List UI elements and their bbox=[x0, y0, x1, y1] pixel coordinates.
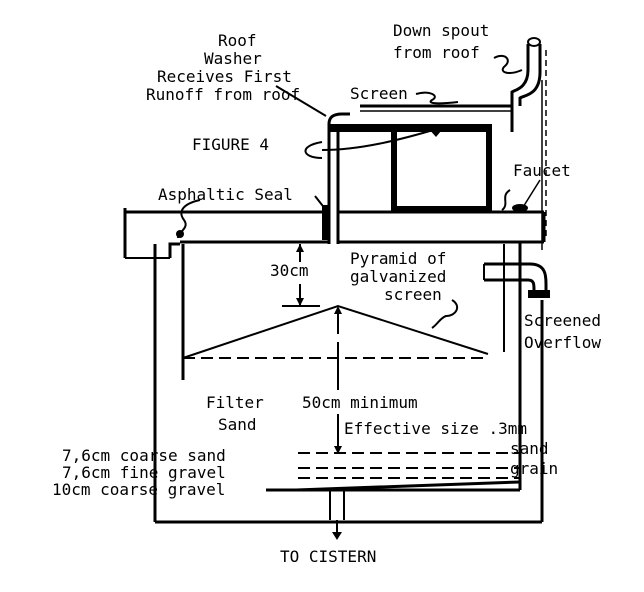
label-to-cistern: TO CISTERN bbox=[280, 547, 376, 566]
filter-media-layers bbox=[295, 452, 521, 492]
label-sand-grain-1: sand bbox=[510, 439, 549, 458]
label-screen: Screen bbox=[350, 84, 408, 103]
label-receives-first: Receives First bbox=[157, 67, 292, 86]
label-from-roof: from roof bbox=[393, 43, 480, 62]
label-layer-coarse-gravel: 10cm coarse gravel bbox=[52, 480, 225, 499]
dimension-30cm bbox=[282, 244, 320, 307]
figure-title: FIGURE 4 bbox=[192, 135, 269, 154]
roof-washer-tank bbox=[304, 104, 514, 213]
label-sand-grain-2: grain bbox=[510, 459, 558, 478]
label-screened: Screened bbox=[524, 311, 601, 330]
washer-bottom bbox=[391, 206, 492, 213]
label-faucet: Faucet bbox=[513, 161, 571, 180]
label-sand: Sand bbox=[218, 415, 257, 434]
outlet-pipe bbox=[329, 490, 345, 540]
label-pyramid-screen: screen bbox=[384, 285, 442, 304]
label-filter: Filter bbox=[206, 393, 264, 412]
label-washer: Washer bbox=[204, 49, 262, 68]
washer-right-wall bbox=[486, 132, 492, 210]
first-runoff-pipe bbox=[275, 85, 350, 244]
washer-lid bbox=[330, 124, 492, 132]
label-overflow: Overflow bbox=[524, 333, 601, 352]
dimension-50cm bbox=[334, 306, 342, 454]
label-effective-size: Effective size .3mm bbox=[344, 419, 527, 438]
label-layer-coarse-sand: 7,6cm coarse sand bbox=[62, 446, 226, 465]
pyramid-screen bbox=[182, 299, 489, 359]
overflow-screen bbox=[528, 290, 550, 298]
label-asphaltic-seal: Asphaltic Seal bbox=[158, 185, 293, 204]
roof-washer-leader bbox=[275, 85, 327, 117]
label-galvanized: galvanized bbox=[350, 267, 446, 286]
layer-coarse-gravel bbox=[295, 480, 521, 492]
label-down-spout: Down spout bbox=[393, 21, 489, 40]
label-runoff-from-roof: Runoff from roof bbox=[146, 85, 300, 104]
washer-left-wall bbox=[391, 132, 397, 210]
label-roof: Roof bbox=[218, 31, 257, 50]
label-30cm: 30cm bbox=[270, 261, 309, 280]
label-pyramid-of: Pyramid of bbox=[350, 249, 446, 268]
label-50cm-minimum: 50cm minimum bbox=[302, 393, 418, 412]
down-spout bbox=[493, 37, 547, 250]
label-layer-fine-gravel: 7,6cm fine gravel bbox=[62, 463, 226, 482]
